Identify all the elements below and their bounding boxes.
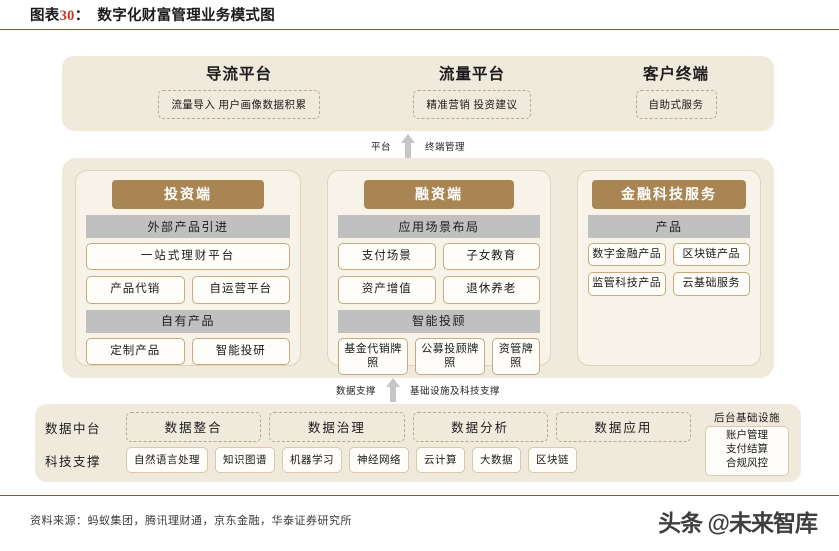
cell-item: 公募投顾牌照 [415, 337, 485, 376]
panel-subheader-products: 产品 [588, 215, 750, 238]
infra-item: 合规风控 [726, 458, 768, 470]
top-platform-band: 导流平台 流量导入 用户画像数据积累 流量平台 精准营销 投资建议 客户终端 自… [62, 56, 774, 131]
cell-row: 一站式理财平台 [86, 243, 290, 271]
cell-row: 数字金融产品 区块链产品 [588, 243, 750, 267]
cell-item: 监管科技产品 [588, 272, 666, 296]
cell-item: 云基础服务 [672, 272, 750, 296]
tech-chip: 机器学习 [282, 447, 342, 473]
backend-infrastructure-block: 后台基础设施 账户管理 支付结算 合规风控 [705, 410, 789, 476]
arrow-up-icon [386, 378, 400, 402]
cell-item: 数字金融产品 [588, 243, 666, 267]
panel-financing: 融资端 应用场景布局 支付场景 子女教育 资产增值 退休养老 智能投顾 基金代销… [327, 170, 551, 376]
cell-item: 区块链产品 [672, 243, 750, 267]
tech-chip: 知识图谱 [215, 447, 275, 473]
arrow-label-right: 基础设施及科技支撑 [410, 387, 501, 397]
cell-row: 资产增值 退休养老 [338, 276, 540, 304]
data-chip: 数据应用 [555, 412, 691, 442]
cell-item: 资产增值 [338, 276, 436, 304]
platform-title: 流量平台 [438, 66, 505, 83]
data-chip: 数据整合 [126, 412, 262, 442]
cell-item: 资管牌照 [492, 337, 540, 376]
platform-detail-box: 精准营销 投资建议 [413, 90, 531, 119]
cell-item: 子女教育 [442, 243, 540, 271]
cell-item: 支付场景 [338, 243, 436, 271]
cell-item: 自运营平台 [191, 276, 290, 304]
cell-item: 退休养老 [442, 276, 540, 304]
cell-row: 定制产品 智能投研 [86, 337, 290, 366]
platform-title: 导流平台 [205, 66, 272, 83]
tech-chip: 神经网络 [349, 447, 409, 473]
panel-fintech-services: 金融科技服务 产品 数字金融产品 区块链产品 监管科技产品 云基础服务 [577, 170, 761, 366]
cell-item: 基金代销牌照 [338, 337, 408, 376]
cell-row: 监管科技产品 云基础服务 [588, 272, 750, 296]
backend-infrastructure-title: 后台基础设施 [714, 413, 780, 424]
tech-chip: 云计算 [416, 447, 465, 473]
row-label-data-platform: 数据中台 [45, 421, 102, 436]
panel-investment: 投资端 外部产品引进 一站式理财平台 产品代销 自运营平台 自有产品 定制产品 … [75, 170, 301, 366]
cell-item: 智能投研 [191, 337, 290, 366]
arrow-label-right: 终端管理 [425, 143, 466, 153]
arrow-label-left: 平台 [370, 143, 391, 153]
panel-header-label: 投资端 [112, 180, 264, 209]
platform-detail-box: 自助式服务 [635, 90, 717, 119]
data-chip: 数据分析 [412, 412, 548, 442]
tech-support-row: 科技支撑 自然语言处理 知识图谱 机器学习 神经网络 云计算 大数据 区块链 [45, 447, 791, 473]
backend-infrastructure-box: 账户管理 支付结算 合规风控 [705, 426, 789, 476]
panel-header-label: 融资端 [364, 180, 514, 209]
data-chip: 数据治理 [269, 412, 405, 442]
arrow-connector-bottom: 数据支撑 基础设施及科技支撑 [62, 378, 774, 404]
middle-business-band: 投资端 外部产品引进 一站式理财平台 产品代销 自运营平台 自有产品 定制产品 … [62, 158, 774, 378]
cell-row: 产品代销 自运营平台 [86, 276, 290, 304]
platform-title: 客户终端 [642, 66, 709, 83]
page-title: 图表30： 数字化财富管理业务模式图 [30, 4, 839, 25]
panel-subheader-own-products: 自有产品 [86, 309, 290, 333]
arrow-up-icon [401, 134, 415, 158]
cell-item: 定制产品 [86, 337, 185, 366]
arrow-label-left: 数据支撑 [335, 387, 376, 397]
infra-item: 账户管理 [726, 430, 768, 441]
platform-detail-box: 流量导入 用户画像数据积累 [158, 90, 320, 119]
infra-item: 支付结算 [726, 444, 768, 456]
arrow-connector-top: 平台 终端管理 [62, 134, 774, 160]
figure-colon: ： [74, 8, 90, 24]
data-middle-platform-row: 数据中台 数据整合 数据治理 数据分析 数据应用 [45, 412, 791, 442]
platform-card-liuliang: 流量平台 精准营销 投资建议 [362, 62, 582, 119]
cell-item: 产品代销 [86, 276, 185, 304]
platform-card-liudao: 导流平台 流量导入 用户画像数据积累 [114, 62, 364, 119]
panel-header-label: 金融科技服务 [592, 180, 746, 209]
tech-chip: 大数据 [472, 447, 521, 473]
cell-row: 基金代销牌照 公募投顾牌照 资管牌照 [338, 337, 540, 376]
watermark-logo: 头条 @未来智库 [658, 510, 818, 536]
panel-subheader-robo-advisory: 智能投顾 [338, 309, 540, 333]
figure-prefix: 图表 [30, 8, 60, 24]
figure-title-text: 数字化财富管理业务模式图 [97, 8, 275, 24]
tech-chip: 自然语言处理 [126, 447, 208, 473]
figure-number: 30 [59, 8, 75, 24]
tech-chip: 区块链 [528, 447, 577, 473]
panel-subheader-scenarios: 应用场景布局 [338, 215, 540, 238]
panel-subheader-external-products: 外部产品引进 [86, 215, 290, 238]
diagram-canvas: 导流平台 流量导入 用户画像数据积累 流量平台 精准营销 投资建议 客户终端 自… [0, 30, 839, 495]
cell-row: 支付场景 子女教育 [338, 243, 540, 271]
figure-footer: 资料来源：蚂蚁集团，腾讯理财通，京东金融，华泰证券研究所 头条 @未来智库 [0, 495, 839, 551]
cell-item: 一站式理财平台 [86, 243, 290, 271]
bottom-infrastructure-band: 数据中台 数据整合 数据治理 数据分析 数据应用 科技支撑 自然语言处理 知识图… [35, 404, 801, 482]
source-note: 资料来源：蚂蚁集团，腾讯理财通，京东金融，华泰证券研究所 [30, 515, 352, 527]
figure-header: 图表30： 数字化财富管理业务模式图 [0, 0, 839, 30]
platform-card-kehu: 客户终端 自助式服务 [582, 62, 770, 119]
row-label-tech-support: 科技支撑 [45, 454, 102, 469]
